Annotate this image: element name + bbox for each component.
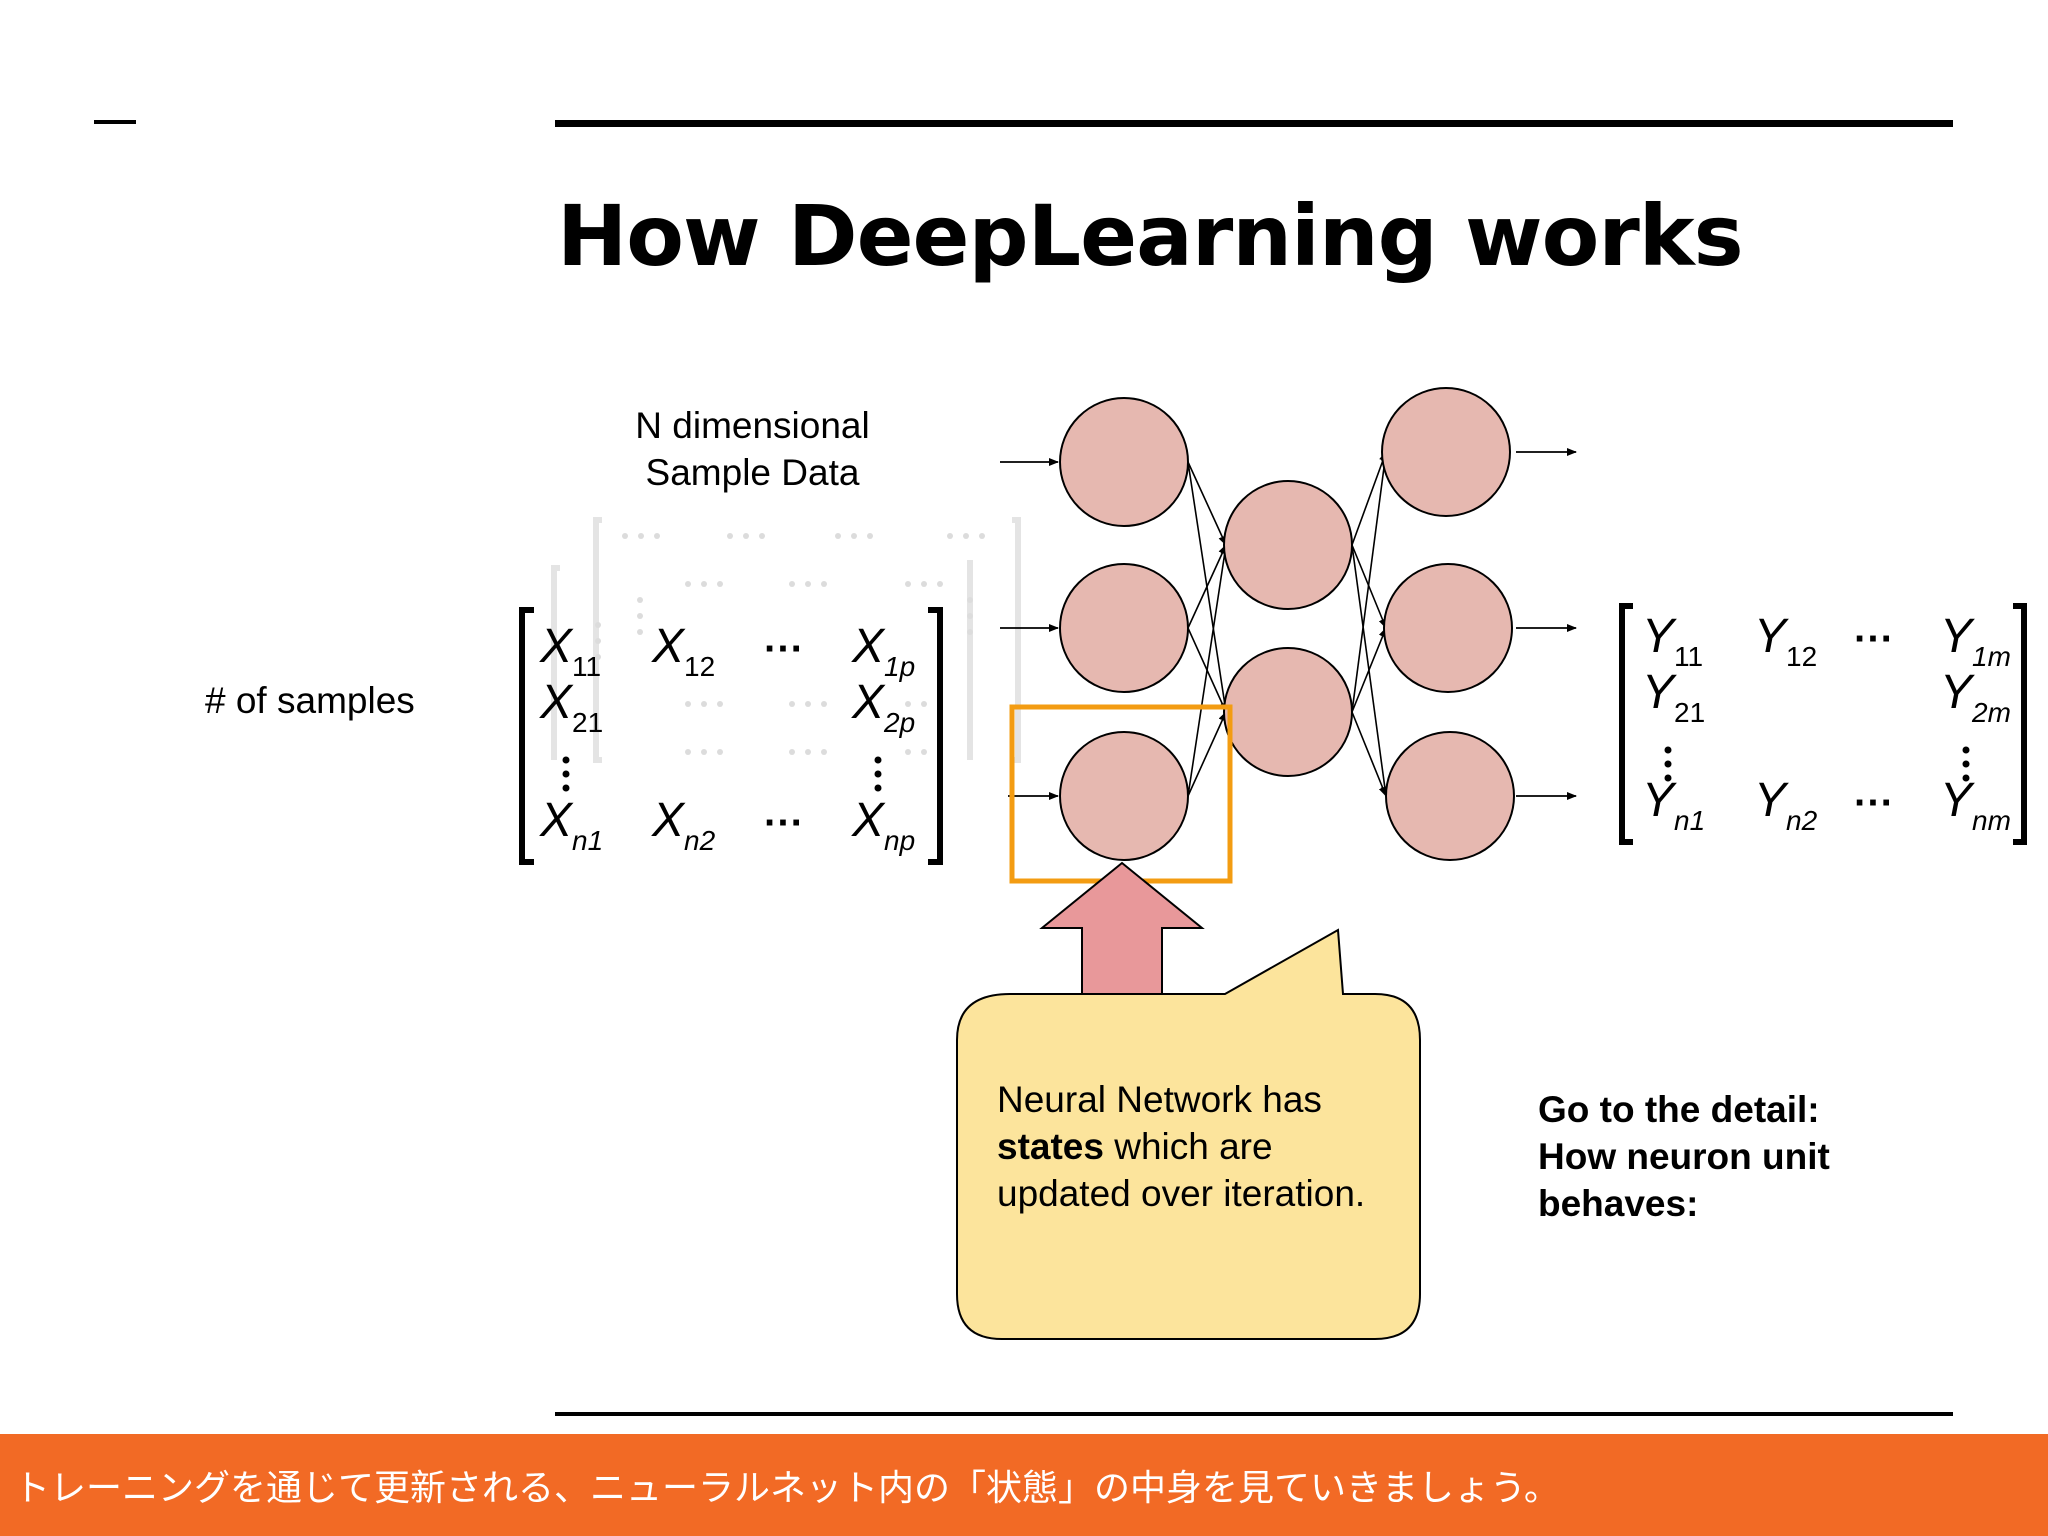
output-matrix-cell: ··· (1854, 617, 1894, 661)
input-matrix-cell: Xnp (851, 794, 915, 856)
output-matrix-vertical-ellipsis-dot (1664, 774, 1672, 782)
input-matrix-cell: X12 (651, 620, 715, 682)
callout-text: Neural Network has states which are upda… (997, 1076, 1417, 1217)
input-matrix-cell: X1p (851, 620, 915, 682)
input-matrix-vertical-ellipsis-dot (562, 756, 570, 764)
network-connections (1187, 451, 1389, 797)
input-matrix-cell: ··· (764, 627, 804, 671)
input-matrix-cell: Xn2 (651, 794, 716, 856)
input-matrix-vertical-ellipsis-dot (562, 784, 570, 792)
pointer-arrow (1039, 861, 1205, 1001)
input-matrix-vertical-ellipsis-dot (874, 756, 882, 764)
input-matrix-left-bracket (519, 607, 534, 865)
output-neuron-2 (1383, 563, 1513, 693)
callout-line-2-rest: which are (1103, 1126, 1273, 1167)
hidden-neuron-1 (1223, 480, 1353, 610)
output-matrix-vertical-ellipsis-dot (1962, 746, 1970, 754)
callout-line-3: updated over iteration. (997, 1173, 1366, 1214)
output-matrix-vertical-ellipsis-dot (1664, 746, 1672, 754)
faint-matrix-dots (595, 533, 985, 755)
title-top-rule (555, 120, 1953, 127)
output-matrix-right-bracket (2013, 603, 2027, 845)
output-matrix-cell: Yn2 (1754, 774, 1818, 836)
callout-line-2: states which are (997, 1123, 1417, 1170)
input-matrix-cell: X11 (539, 620, 601, 682)
input-neuron-3 (1059, 731, 1189, 861)
callout-bold-word: states (997, 1126, 1104, 1167)
output-matrix-left-bracket (1619, 603, 1633, 845)
output-matrix-cell: Y1m (1940, 610, 2011, 672)
output-arrows (1516, 448, 1577, 800)
input-matrix-vertical-ellipsis-dot (874, 784, 882, 792)
input-matrix-vertical-ellipsis-dot (562, 770, 570, 778)
output-neuron-3 (1385, 731, 1515, 861)
input-matrix-cell: Xn1 (539, 794, 603, 856)
output-matrix-cell: Y2m (1940, 666, 2011, 728)
output-matrix-cell: Yn1 (1642, 774, 1705, 836)
output-matrix-cell: Y12 (1754, 610, 1817, 672)
slide-title: How DeepLearning works (557, 187, 1744, 285)
samples-axis-label: # of samples (205, 680, 415, 721)
neural-network (1059, 387, 1515, 861)
output-matrix-cell: Y21 (1642, 666, 1705, 728)
faint-matrix-sketch (551, 517, 1021, 763)
input-matrix-vertical-ellipsis-dot (874, 770, 882, 778)
output-matrix-cell: ··· (1854, 781, 1894, 825)
detail-link[interactable]: Go to the detail: How neuron unit behave… (1538, 1086, 1938, 1227)
detail-link-line-2[interactable]: How neuron unit (1538, 1136, 1830, 1177)
output-matrix-cell: Y11 (1642, 610, 1703, 672)
input-arrows (1000, 458, 1059, 800)
input-matrix-cell: X21 (539, 676, 603, 738)
sample-data-caption-line-2: Sample Data (645, 452, 860, 493)
input-matrix-cell: ··· (764, 801, 804, 845)
caption-bar: トレーニングを通じて更新される、ニューラルネット内の「状態」の中身を見ていきまし… (0, 1434, 2048, 1536)
content-bottom-rule (555, 1412, 1953, 1416)
input-matrix-right-bracket (928, 607, 943, 865)
output-matrix-vertical-ellipsis-dot (1664, 760, 1672, 768)
detail-link-line-3[interactable]: behaves: (1538, 1183, 1699, 1224)
output-matrix-vertical-ellipsis-dot (1962, 760, 1970, 768)
input-neuron-2 (1059, 563, 1189, 693)
output-matrix-cell: Ynm (1940, 774, 2011, 836)
callout-bubble (956, 928, 1421, 1340)
detail-link-line-1[interactable]: Go to the detail: (1538, 1089, 1820, 1130)
input-neuron-1 (1059, 397, 1189, 527)
sample-data-caption-line-1: N dimensional (635, 405, 870, 446)
output-matrix-vertical-ellipsis-dot (1962, 774, 1970, 782)
hidden-neuron-2 (1223, 647, 1353, 777)
output-neuron-1 (1381, 387, 1511, 517)
corner-dash (94, 120, 136, 124)
callout-line-1: Neural Network has (997, 1079, 1322, 1120)
caption-text: トレーニングを通じて更新される、ニューラルネット内の「状態」の中身を見ていきまし… (14, 1468, 1560, 1509)
input-matrix-cell: X2p (851, 676, 915, 738)
sample-data-caption: N dimensional Sample Data (600, 402, 905, 496)
